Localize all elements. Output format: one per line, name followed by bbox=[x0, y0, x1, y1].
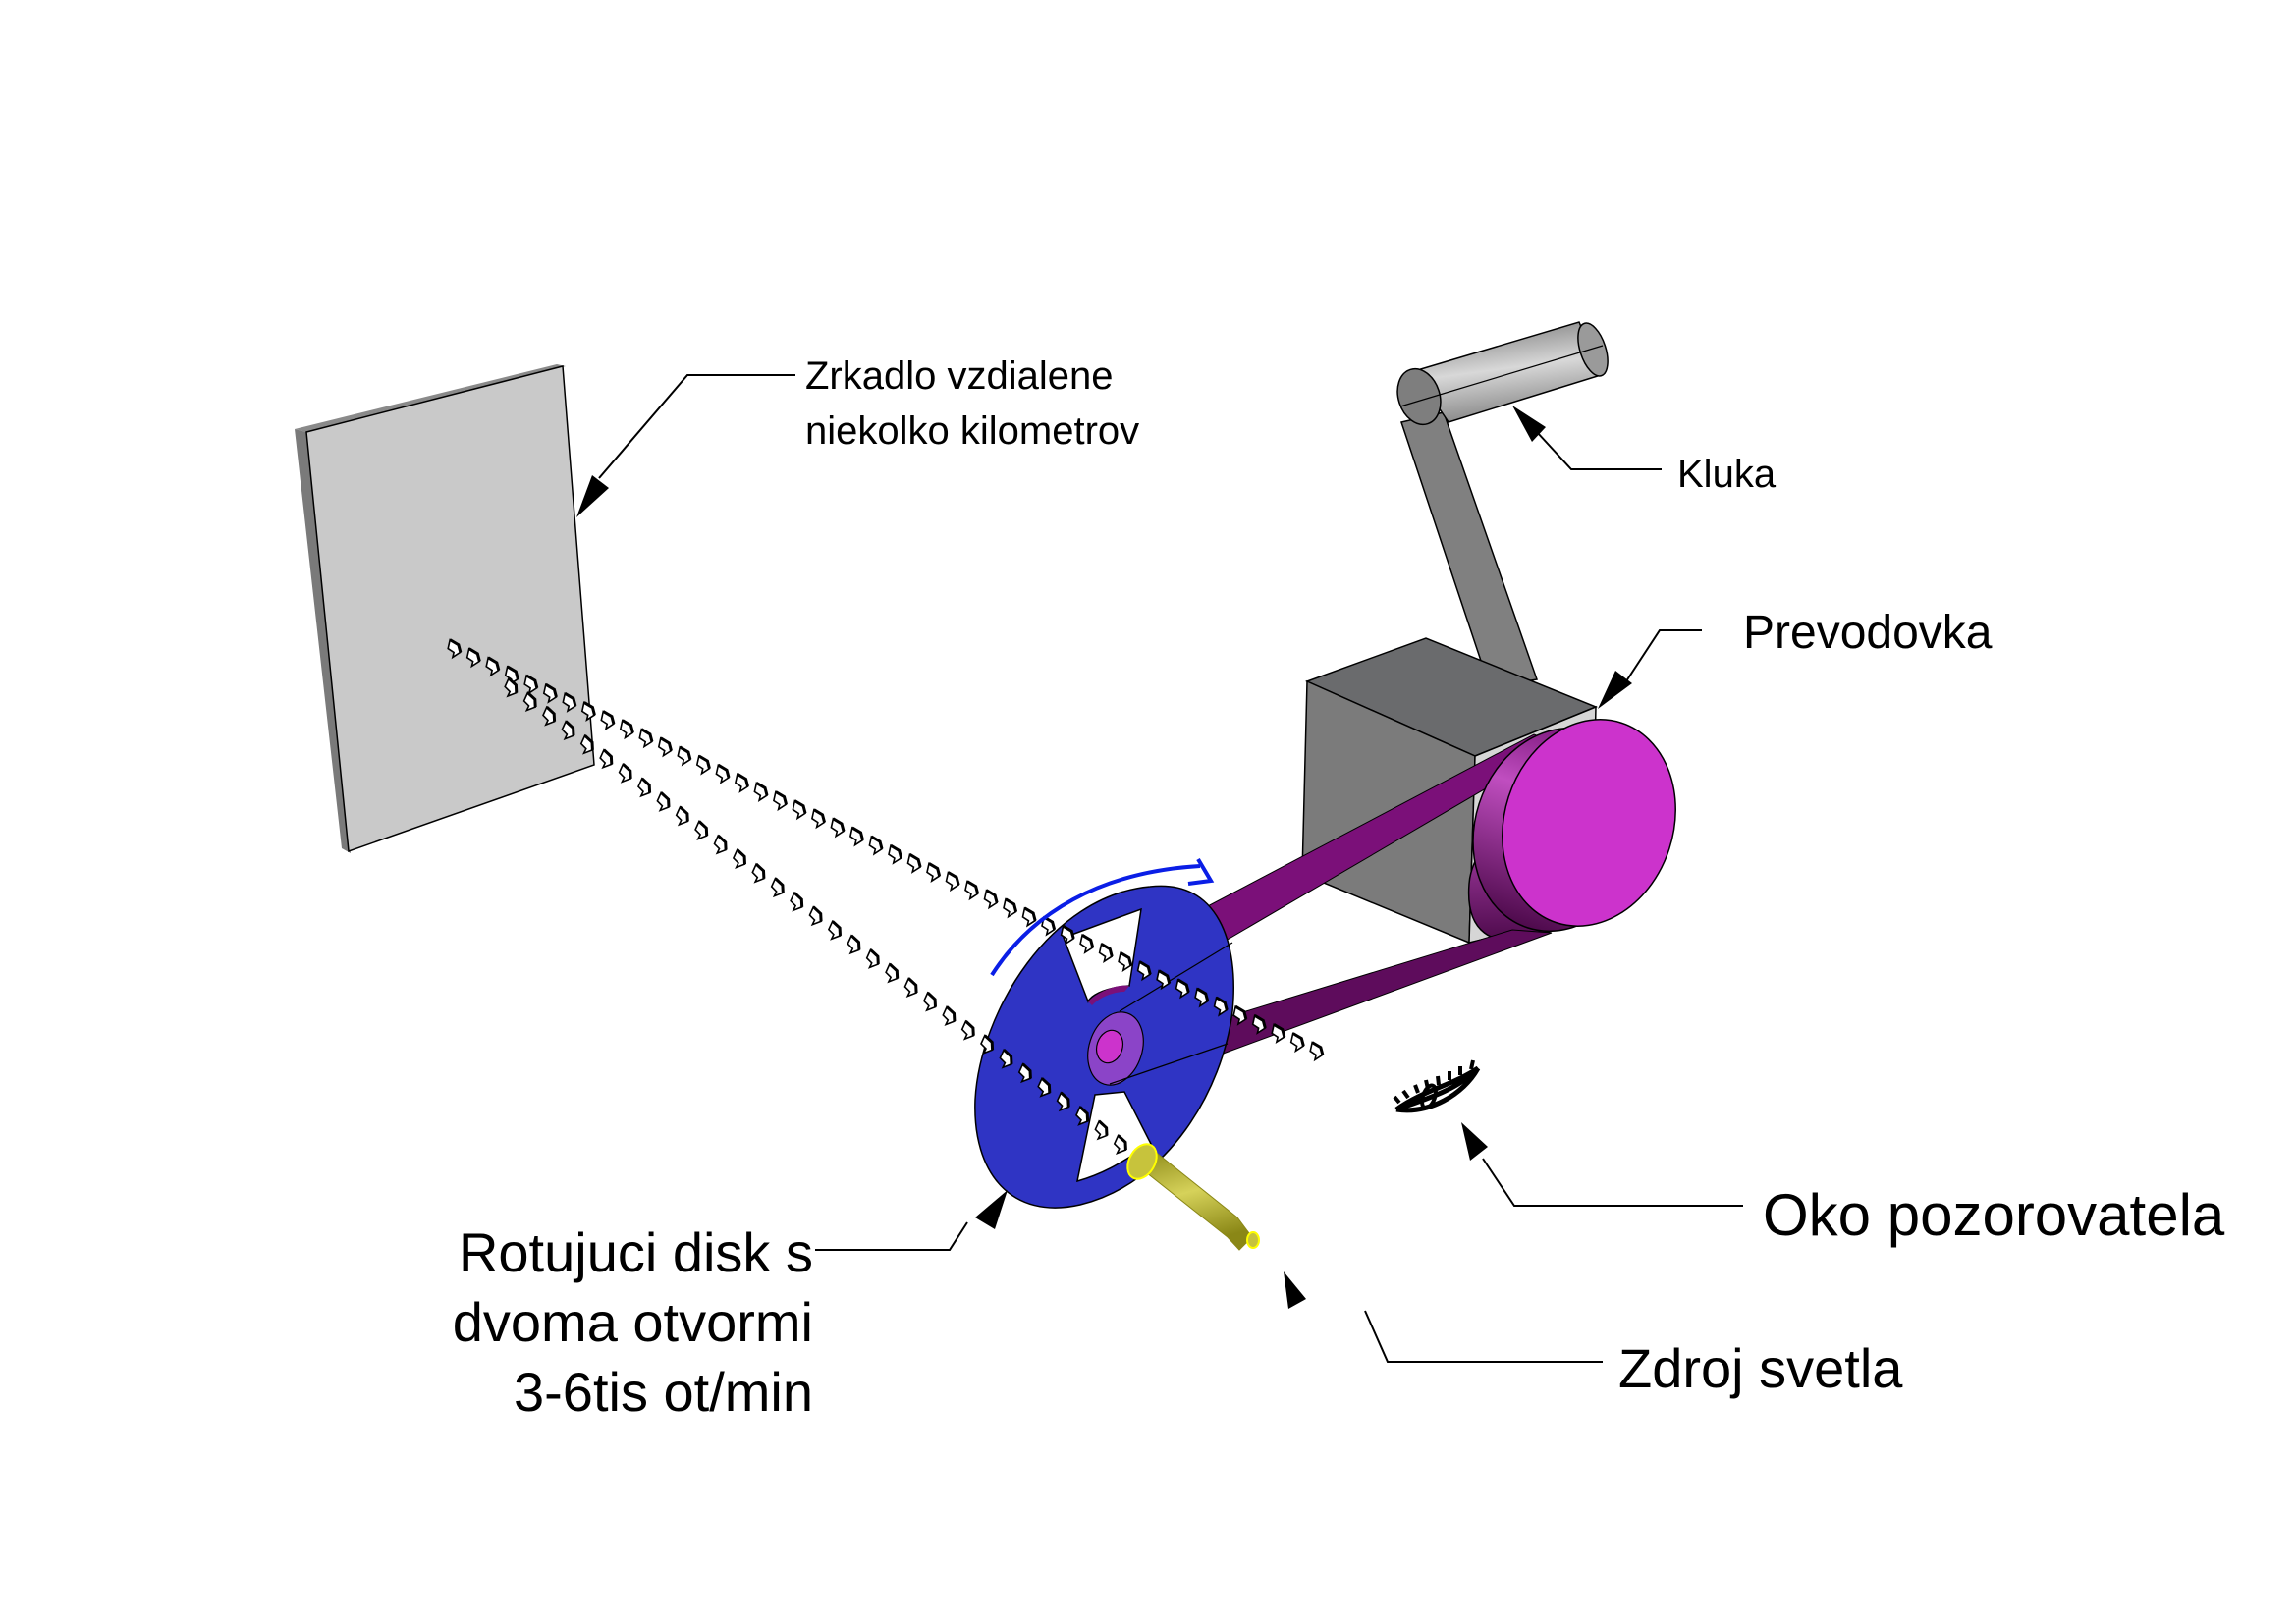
chevron-arrow-icon bbox=[1304, 1041, 1328, 1064]
chevron-arrow-icon bbox=[998, 897, 1021, 921]
mirror-top-edge bbox=[295, 364, 566, 432]
chevron-arrow-icon bbox=[748, 781, 772, 804]
chevron-arrow-icon bbox=[841, 934, 865, 958]
label-mirror-line2: niekolko kilometrov bbox=[805, 409, 1139, 453]
chevron-arrow-icon bbox=[883, 843, 906, 867]
eye-icon bbox=[1393, 1059, 1481, 1113]
chevron-arrow-icon bbox=[764, 877, 789, 901]
chevron-arrow-icon bbox=[917, 991, 942, 1015]
crank-handle-cap bbox=[1396, 367, 1442, 426]
chevron-arrow-icon bbox=[1285, 1032, 1308, 1055]
chevron-arrow-icon bbox=[940, 871, 963, 893]
leader-light-source bbox=[1284, 1271, 1603, 1363]
chevron-arrow-icon bbox=[959, 880, 983, 903]
disk-axle bbox=[1095, 1029, 1124, 1064]
chevron-arrow-icon bbox=[1093, 942, 1117, 965]
label-gearbox: Prevodovka bbox=[1743, 607, 1993, 659]
chevron-arrow-icon bbox=[1074, 933, 1098, 956]
leader-eye bbox=[1461, 1122, 1743, 1207]
leader-gearbox bbox=[1598, 629, 1702, 709]
chevron-arrow-icon bbox=[707, 834, 732, 858]
pulley-face bbox=[1502, 719, 1676, 927]
curved-arrow-icon bbox=[990, 857, 1215, 977]
label-disk-line3: 3-6tis ot/min bbox=[514, 1361, 813, 1423]
chevron-arrow-icon bbox=[633, 728, 657, 751]
chevron-arrow-icon bbox=[595, 710, 619, 732]
chevron-arrow-icon bbox=[936, 1004, 960, 1030]
chevron-arrow-icon bbox=[690, 754, 714, 778]
chevron-arrow-icon bbox=[1088, 1119, 1113, 1144]
chevron-arrow-icon bbox=[688, 819, 713, 844]
chevron-arrow-icon bbox=[669, 805, 693, 830]
light-source-rod bbox=[1140, 1150, 1253, 1251]
label-disk-line1: Rotujuci disk s bbox=[459, 1221, 813, 1283]
chevron-arrow-icon bbox=[822, 919, 847, 944]
chevron-arrow-icon bbox=[652, 736, 676, 760]
chevron-arrow-icon bbox=[768, 790, 791, 813]
chevron-arrow-icon bbox=[1113, 951, 1136, 974]
chevron-arrow-icon bbox=[612, 762, 636, 786]
chevron-arrow-icon bbox=[806, 808, 829, 832]
chevron-arrow-icon bbox=[672, 745, 695, 769]
chevron-arrow-icon bbox=[879, 962, 903, 987]
chevron-arrow-icon bbox=[845, 826, 867, 849]
label-light-source: Zdroj svetla bbox=[1618, 1337, 1903, 1399]
chevron-arrow-icon bbox=[787, 799, 810, 823]
chevron-arrow-icon bbox=[614, 719, 637, 742]
chevron-arrow-icon bbox=[650, 790, 675, 815]
crank bbox=[1396, 321, 1609, 688]
chevron-arrow-icon bbox=[710, 763, 734, 786]
rotating-disk bbox=[974, 885, 1234, 1209]
chevron-arrow-icon bbox=[727, 847, 751, 873]
label-disk-line2: dvoma otvormi bbox=[453, 1291, 813, 1353]
belt-lower bbox=[1213, 929, 1553, 1056]
crank-handle-end bbox=[1577, 322, 1609, 377]
label-mirror-line1: Zrkadlo vzdialene bbox=[805, 354, 1114, 398]
chevron-arrow-icon bbox=[955, 1019, 979, 1044]
chevron-arrow-icon bbox=[921, 861, 945, 885]
distant-mirror bbox=[295, 364, 595, 853]
label-eye: Oko pozorovatela bbox=[1763, 1182, 2225, 1248]
mirror-face bbox=[305, 365, 595, 853]
leader-crank bbox=[1512, 406, 1662, 470]
chevron-arrow-icon bbox=[978, 889, 1002, 912]
chevron-arrow-icon bbox=[859, 947, 884, 972]
chevron-arrow-icon bbox=[593, 748, 618, 773]
chevron-arrow-icon bbox=[784, 891, 808, 915]
chevron-arrow-icon bbox=[745, 862, 770, 887]
leader-mirror bbox=[576, 374, 795, 517]
light-source-lens bbox=[1126, 1143, 1158, 1180]
leader-disk bbox=[815, 1190, 1008, 1251]
chevron-arrow-icon bbox=[863, 835, 887, 858]
mirror-side-edge bbox=[295, 429, 351, 853]
chevron-arrow-icon bbox=[1108, 1133, 1132, 1159]
chevron-arrow-icon bbox=[631, 777, 656, 801]
chevron-arrow-icon bbox=[730, 772, 752, 795]
light-source bbox=[1126, 1143, 1260, 1251]
crank-handle bbox=[1412, 321, 1603, 423]
light-source-tip bbox=[1246, 1231, 1260, 1249]
chevron-arrow-icon bbox=[825, 817, 848, 840]
chevron-arrow-icon bbox=[902, 852, 925, 876]
belt-through-window bbox=[1088, 985, 1129, 1005]
label-crank: Kluka bbox=[1677, 453, 1777, 496]
pulley bbox=[1467, 719, 1676, 942]
chevron-arrow-icon bbox=[802, 905, 827, 930]
chevron-arrow-icon bbox=[898, 976, 922, 1001]
